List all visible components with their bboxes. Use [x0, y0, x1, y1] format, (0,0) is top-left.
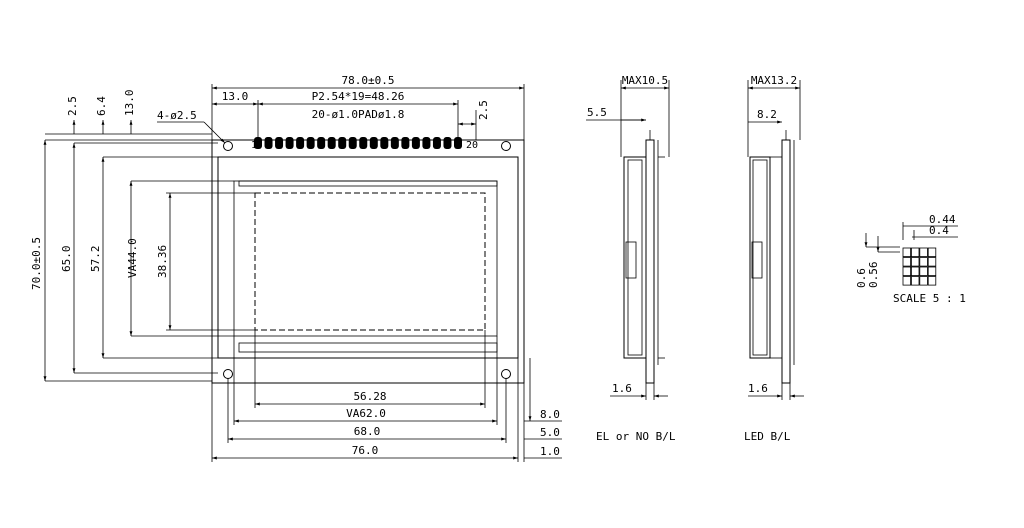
caption-el: EL or NO B/L — [596, 430, 676, 443]
dim-top-13-0: 13.0 — [123, 90, 136, 117]
pin-first-label: 1 — [251, 140, 257, 151]
dot-cell — [902, 266, 911, 277]
pin-pad — [390, 137, 399, 149]
pin-pad — [359, 137, 368, 149]
dim-width-76: 76.0 — [352, 444, 379, 457]
dim-pitch-h: 0.6 — [855, 268, 868, 288]
dim-max-el: MAX10.5 — [622, 74, 668, 87]
dim-dot-h: 0.56 — [867, 262, 880, 289]
pin-pad — [411, 137, 420, 149]
dim-offset-el: 5.5 — [587, 106, 607, 119]
dot-detail: 0.44 0.4 0.6 0.56 SCALE 5 : 1 — [855, 213, 966, 305]
dot-cell — [902, 247, 911, 258]
dot-cell — [919, 276, 928, 286]
dot-cell — [919, 247, 928, 258]
dot-cell — [911, 247, 920, 258]
dim-aa-width: 56.28 — [353, 390, 386, 403]
active-area — [254, 192, 486, 331]
bottom-bar — [238, 342, 498, 353]
mounting-hole-icon — [223, 369, 233, 379]
side-view-led: MAX13.2 8.2 1.6 LED B/L — [744, 74, 804, 443]
dim-top-2-5: 2.5 — [66, 96, 79, 116]
pin-pad — [306, 137, 315, 149]
pin-pad — [327, 137, 336, 149]
mounting-hole-icon — [501, 369, 511, 379]
pin-pad — [338, 137, 347, 149]
dim-top-6-4: 6.4 — [95, 96, 108, 116]
pin-pad — [296, 137, 305, 149]
dim-height-57-2: 57.2 — [89, 246, 102, 273]
dim-offset-led: 8.2 — [757, 108, 777, 121]
top-bar — [238, 180, 498, 187]
dim-max-led: MAX13.2 — [751, 74, 797, 87]
dot-cell — [927, 247, 937, 258]
pin-pads — [254, 137, 462, 149]
pin-pad — [254, 137, 262, 149]
dot-cell — [902, 276, 911, 286]
viewing-area — [233, 180, 498, 337]
pin-pad — [275, 137, 284, 149]
caption-led: LED B/L — [744, 430, 791, 443]
dim-pcb-el: 1.6 — [612, 382, 632, 395]
pin-pad — [380, 137, 389, 149]
dot-cell — [927, 257, 937, 267]
dot-cell — [911, 266, 920, 277]
dot-matrix — [902, 247, 937, 286]
dim-pad: 20-ø1.0PADø1.8 — [312, 108, 405, 121]
dim-width-68: 68.0 — [354, 425, 381, 438]
pin-pad — [348, 137, 357, 149]
pin-pad — [401, 137, 410, 149]
dot-cell — [927, 266, 937, 277]
dim-va-height: VA44.0 — [126, 238, 139, 278]
pin-pad — [317, 137, 326, 149]
dim-bottom-8: 8.0 — [540, 408, 560, 421]
dim-va-width: VA62.0 — [346, 407, 386, 420]
side-view-el: MAX10.5 5.5 1.6 EL or NO B/L — [586, 74, 676, 443]
dot-cell — [919, 266, 928, 277]
front-view: 1 20 78.0±0.5 13.0 P2.54*19=48.26 20-ø1.… — [30, 74, 562, 462]
dim-left-offset: 13.0 — [222, 90, 249, 103]
dim-bottom-5: 5.0 — [540, 426, 560, 439]
dim-aa-height: 38.36 — [156, 245, 169, 278]
pin-pad — [443, 137, 452, 149]
dot-cell — [927, 276, 937, 286]
dim-pcb-led: 1.6 — [748, 382, 768, 395]
pin-pad — [264, 137, 273, 149]
dim-width-total: 78.0±0.5 — [342, 74, 395, 87]
dim-height-65: 65.0 — [60, 246, 73, 273]
pcb-outline — [211, 139, 525, 384]
scale-label: SCALE 5 : 1 — [893, 292, 966, 305]
mounting-hole-icon — [501, 141, 511, 151]
dim-height-total: 70.0±0.5 — [30, 237, 43, 290]
dim-bottom-1: 1.0 — [540, 445, 560, 458]
dot-cell — [911, 276, 920, 286]
dot-cell — [911, 257, 920, 267]
dim-holes: 4-ø2.5 — [157, 109, 197, 122]
dot-cell — [902, 257, 911, 267]
dim-pitch-w: 0.44 — [929, 213, 956, 226]
dot-cell — [919, 257, 928, 267]
dim-right-offset: 2.5 — [477, 100, 490, 120]
dim-pitch: P2.54*19=48.26 — [312, 90, 405, 103]
pin-pad — [432, 137, 441, 149]
dim-dot-w: 0.4 — [929, 224, 949, 237]
pin-pad — [369, 137, 378, 149]
pin-last-label: 20 — [466, 140, 478, 151]
mounting-hole-icon — [223, 141, 233, 151]
pin-pad — [422, 137, 431, 149]
pin-pad — [454, 137, 462, 149]
pin-pad — [285, 137, 294, 149]
bezel-frame — [217, 156, 519, 359]
